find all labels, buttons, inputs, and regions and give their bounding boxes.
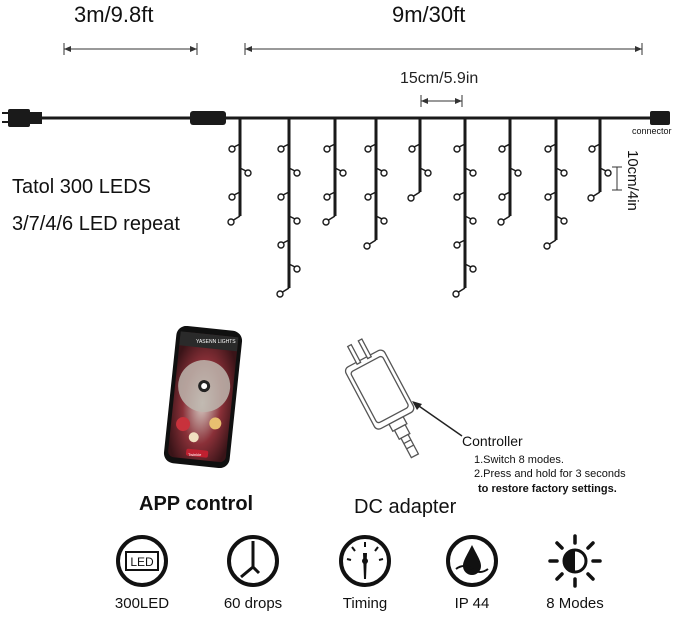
product-name: Tatol 300 LEDS — [12, 176, 151, 198]
led-bulb — [228, 145, 236, 153]
led-spacing-label: 10cm/4in — [624, 150, 641, 211]
led-bulb — [424, 169, 432, 177]
drop-spacing-label: 15cm/5.9in — [400, 70, 479, 87]
led-bulb — [469, 169, 477, 177]
controller-instruction-2: 2.Press and hold for 3 seconds — [474, 468, 626, 480]
led-bulb — [514, 169, 522, 177]
controller-instruction-3: to restore factory settings. — [478, 483, 617, 495]
feature-label-timing: Timing — [342, 595, 388, 612]
phone-app-illustration — [158, 325, 248, 469]
led-bulb — [227, 218, 235, 226]
led-bulb — [293, 217, 301, 225]
led-bulb — [339, 169, 347, 177]
led-bulb — [244, 169, 252, 177]
led-bulb — [277, 241, 285, 249]
led-repeat-pattern: 3/7/4/6 LED repeat — [12, 213, 180, 235]
led-bulb — [453, 145, 461, 153]
led-bulb — [276, 290, 284, 298]
feature-8-modes: 8 Modes — [530, 533, 620, 612]
feature-60-drops: 60 drops — [208, 533, 298, 612]
lead-length-label: 3m/9.8ft — [74, 2, 154, 27]
led-badge-text: LED — [130, 555, 154, 569]
led-bulb — [544, 193, 552, 201]
phone-app-button: Twinkle — [188, 452, 202, 457]
power-plug — [8, 109, 30, 127]
led-bulb — [407, 194, 415, 202]
feature-label-ip44: IP 44 — [454, 595, 490, 612]
led-bulb — [544, 145, 552, 153]
led-bulb — [380, 169, 388, 177]
led-bulb — [453, 241, 461, 249]
led-bulb — [498, 193, 506, 201]
led-bulb — [469, 265, 477, 273]
led-bulb — [277, 193, 285, 201]
timer-gauge-icon — [339, 535, 391, 587]
feature-label-300led: 300LED — [114, 595, 170, 612]
feature-label-8-modes: 8 Modes — [546, 595, 604, 612]
led-bulb — [588, 145, 596, 153]
led-bulb — [452, 290, 460, 298]
feature-300led: LED 300LED — [97, 533, 187, 612]
led-bulb — [364, 193, 372, 201]
phone-app-title: YASENN LIGHTS — [196, 339, 236, 345]
dc-adapter-illustration — [332, 322, 442, 472]
led-bulb — [604, 169, 612, 177]
led-bulb — [543, 242, 551, 250]
inline-connector — [190, 111, 226, 125]
led-bulb — [277, 145, 285, 153]
end-connector — [650, 111, 670, 125]
led-bulb — [293, 169, 301, 177]
led-bulb — [560, 217, 568, 225]
feature-ip44: IP 44 — [427, 533, 517, 612]
water-drop-icon — [446, 535, 498, 587]
dc-adapter-heading: DC adapter — [354, 496, 457, 518]
light-string-diagram — [2, 43, 670, 298]
connector-label: connector — [632, 126, 672, 136]
led-bulb — [587, 194, 595, 202]
feature-timing: Timing — [320, 533, 410, 612]
led-bulb — [323, 145, 331, 153]
led-bulb — [364, 145, 372, 153]
led-bulb — [323, 193, 331, 201]
led-badge-icon: LED — [116, 535, 168, 587]
led-bulb — [453, 193, 461, 201]
controller-instruction-1: 1.Switch 8 modes. — [474, 454, 564, 466]
led-bulb — [560, 169, 568, 177]
string-length-label: 9m/30ft — [392, 2, 466, 27]
led-bulb — [498, 145, 506, 153]
led-bulb — [408, 145, 416, 153]
sun-mode-icon — [548, 534, 602, 588]
controller-title: Controller — [462, 433, 523, 449]
led-bulb — [363, 242, 371, 250]
controller-arrow — [412, 401, 463, 437]
feature-label-60-drops: 60 drops — [223, 595, 283, 612]
app-control-heading: APP control — [139, 493, 254, 515]
led-bulb — [322, 218, 330, 226]
led-bulb — [293, 265, 301, 273]
led-bulb — [228, 193, 236, 201]
led-bulb — [380, 217, 388, 225]
led-bulb — [469, 217, 477, 225]
drops-icon — [227, 535, 279, 587]
led-bulb — [497, 218, 505, 226]
